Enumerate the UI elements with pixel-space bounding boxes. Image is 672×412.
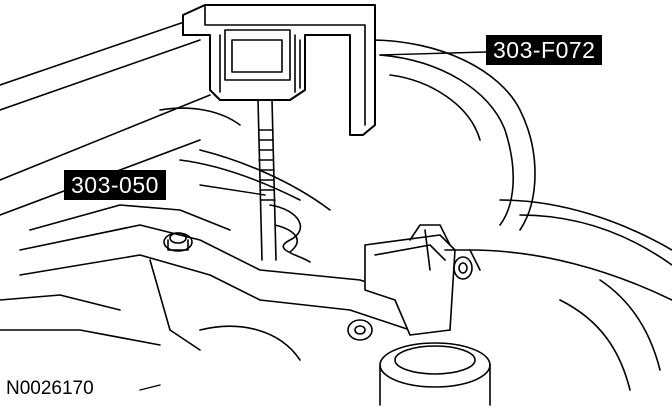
nut-center <box>347 319 373 341</box>
spring-coil <box>179 149 331 263</box>
bolt-left <box>163 232 193 252</box>
lower-arm <box>19 204 451 351</box>
callout-label-303-f072: 303-F072 <box>486 35 603 65</box>
engine-bay-outline <box>0 9 672 391</box>
figure-reference-number: N0026170 <box>6 378 94 399</box>
round-cap <box>379 342 491 406</box>
clamp-bracket <box>364 224 481 336</box>
leader-lines <box>139 51 487 391</box>
threaded-rod <box>257 99 277 261</box>
nut-right <box>453 256 473 280</box>
tool-bracket <box>182 4 376 136</box>
callout-label-303-050: 303-050 <box>64 170 166 200</box>
